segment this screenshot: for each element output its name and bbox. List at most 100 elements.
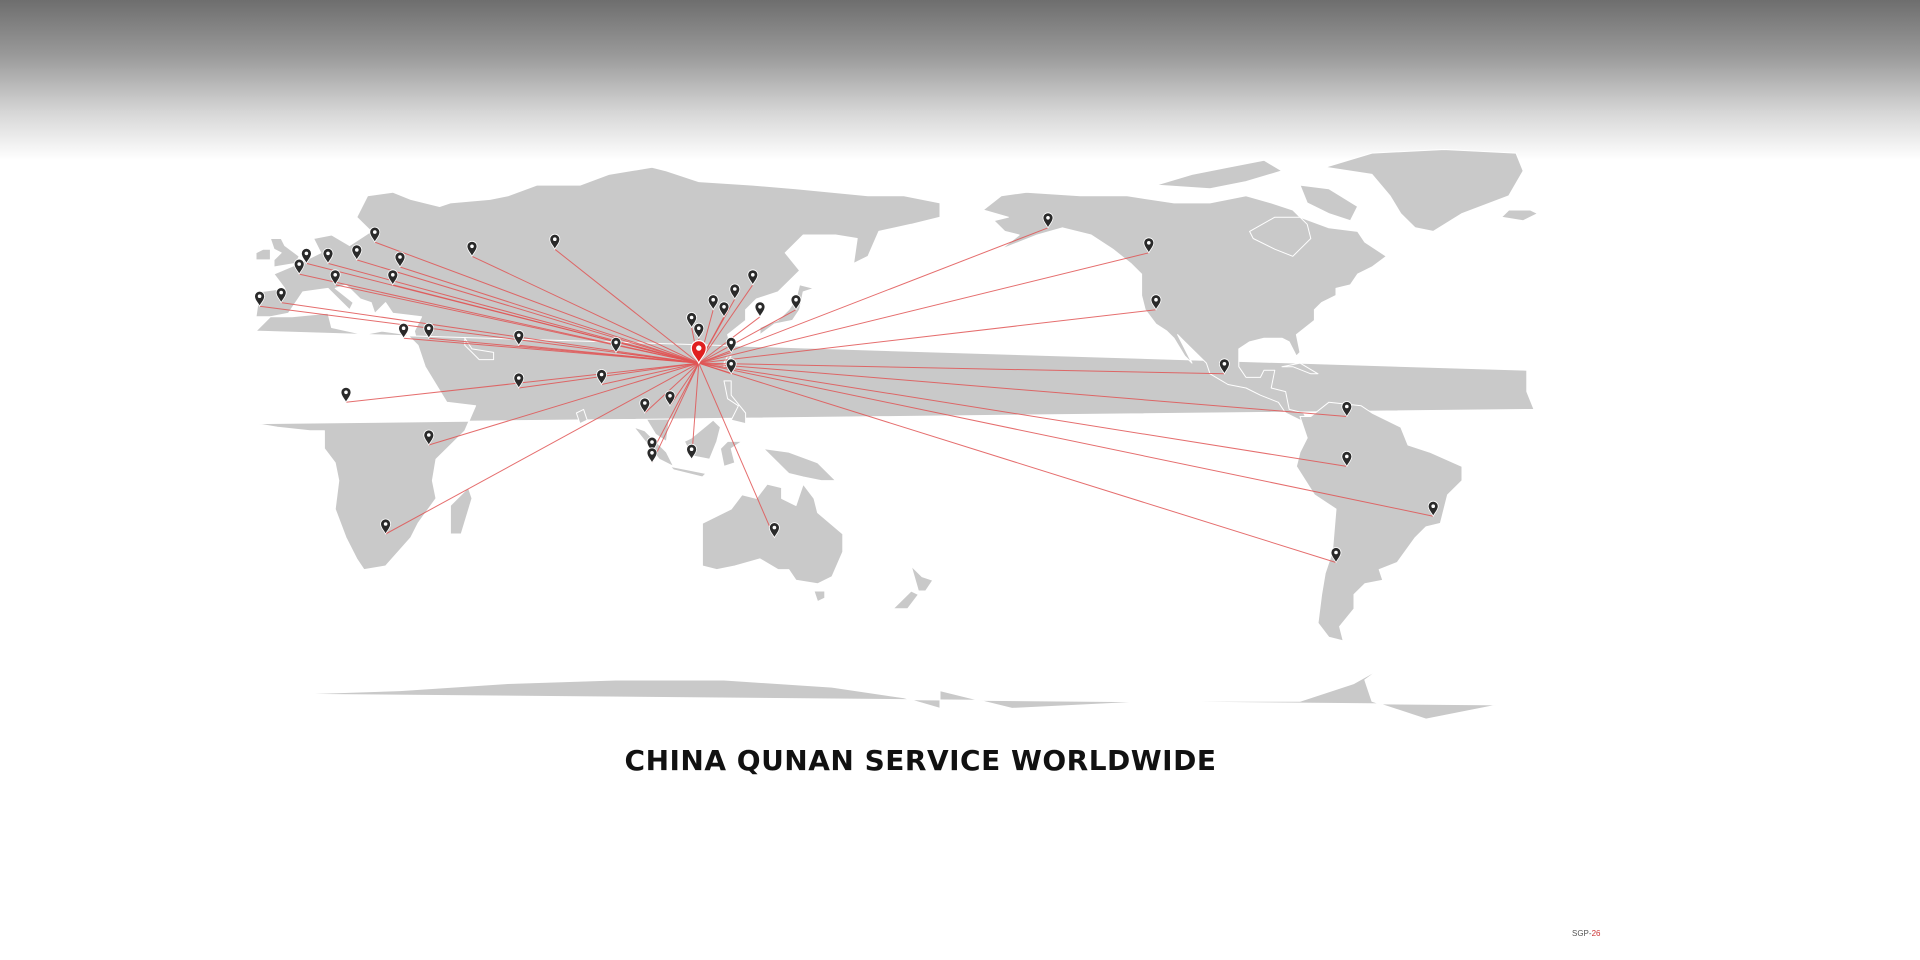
- route-line: [518, 344, 699, 364]
- route-line: [392, 284, 699, 364]
- map-pin-icon: [394, 251, 406, 268]
- map-pin-icon: [322, 248, 334, 265]
- map-pin-icon: [1341, 401, 1353, 418]
- route-layer: [259, 227, 1434, 563]
- route-line: [698, 309, 1157, 364]
- route-line: [698, 362, 1434, 517]
- route-line: [428, 362, 699, 446]
- map-pin-icon: [549, 233, 561, 251]
- map-title: CHINA QUNAN SERVICE WORLDWIDE: [624, 744, 1217, 777]
- header-gradient: [0, 0, 1920, 160]
- map-pin-icon: [329, 269, 341, 286]
- route-line: [651, 362, 700, 464]
- route-line: [399, 266, 699, 364]
- map-pin-icon: [729, 283, 741, 300]
- map-pin-icon: [466, 240, 478, 258]
- route-line: [698, 362, 1347, 417]
- landmass-south-america: [1295, 401, 1463, 642]
- landmass-baffin: [1299, 184, 1359, 222]
- map-pin-icon: [707, 294, 719, 311]
- landmass-north-america: [982, 191, 1387, 421]
- route-line: [471, 255, 700, 364]
- landmass-arctic-islands: [1155, 159, 1283, 190]
- route-line: [698, 362, 1337, 563]
- map-pin-icon: [725, 337, 737, 354]
- map-pin-icon: [664, 390, 676, 407]
- page-code-prefix: SGP-: [1572, 929, 1592, 938]
- route-line: [281, 302, 699, 364]
- map-pin-icon: [1330, 547, 1342, 564]
- route-line: [698, 362, 1347, 467]
- route-line: [698, 284, 754, 364]
- map-pin-icon: [369, 226, 381, 243]
- map-pin-icon: [596, 369, 607, 386]
- map-pin-icon: [1042, 212, 1054, 229]
- landmass-sri-lanka: [575, 408, 588, 425]
- landmass-ireland: [255, 248, 271, 261]
- map-pin-icon: [610, 337, 622, 354]
- map-pin-icon: [1150, 294, 1162, 311]
- map-pin-icon: [769, 522, 780, 539]
- landmass-greenland: [1324, 149, 1524, 232]
- page-code-number: 26: [1591, 929, 1601, 938]
- landmass-philippines: [723, 380, 747, 425]
- map-pin-icon: [387, 269, 399, 286]
- map-pin-icon: [639, 397, 651, 414]
- map-pin-icon: [1143, 237, 1155, 254]
- landmass-java: [669, 465, 707, 478]
- map-pin-icon: [275, 287, 287, 304]
- route-line: [374, 241, 699, 364]
- map-pin-icon: [686, 443, 697, 461]
- route-line: [518, 362, 699, 389]
- map-pin-icon: [725, 358, 737, 375]
- route-line: [601, 362, 699, 385]
- route-line: [698, 362, 775, 538]
- page-code: SGP-26: [1572, 929, 1600, 938]
- map-pin-icon: [1219, 358, 1230, 375]
- landmass-sulawesi: [719, 440, 743, 467]
- route-line: [335, 284, 699, 364]
- map-pin-icon: [686, 312, 697, 329]
- map-pin-icon: [646, 436, 658, 453]
- map-pin-icon: [380, 518, 392, 535]
- map-pin-icon: [423, 322, 435, 340]
- map-pin-icon: [747, 269, 759, 286]
- route-line: [356, 259, 699, 364]
- landmass-antarctica: [291, 668, 1499, 766]
- map-pin-icon: [718, 301, 730, 318]
- map-pin-icon: [340, 386, 352, 404]
- route-line: [644, 362, 700, 414]
- route-line: [669, 362, 700, 407]
- landmass-madagascar: [449, 487, 473, 535]
- pin-layer: [254, 212, 1439, 564]
- landmass-new-zealand-south: [892, 590, 919, 610]
- landmass-eurasia: [255, 166, 941, 442]
- map-pin-icon: [1427, 500, 1439, 518]
- landmass-arabia-gulf-fix: [464, 337, 495, 361]
- map-pin-icon: [398, 322, 410, 340]
- map-pin-icon: [693, 322, 705, 340]
- landmass-tasmania: [813, 590, 826, 603]
- map-pin-icon: [254, 290, 266, 308]
- hub-pin-icon: [690, 340, 707, 365]
- route-line: [698, 362, 1225, 375]
- route-line: [698, 252, 1149, 364]
- landmass-cuba: [1281, 362, 1319, 375]
- map-pin-icon: [351, 244, 363, 261]
- landmass-new-zealand: [910, 565, 934, 592]
- route-line: [691, 363, 700, 460]
- route-line: [554, 248, 700, 364]
- route-line: [698, 227, 1049, 364]
- map-pin-icon: [1341, 451, 1353, 468]
- route-line: [651, 362, 700, 453]
- map-pin-icon: [300, 248, 312, 265]
- land-layer: [255, 149, 1539, 766]
- landmass-iceland: [1501, 209, 1539, 222]
- route-line: [615, 351, 699, 364]
- route-line: [698, 309, 797, 364]
- map-pin-icon: [423, 429, 435, 446]
- map-pin-icon: [513, 372, 525, 389]
- route-line: [385, 362, 700, 535]
